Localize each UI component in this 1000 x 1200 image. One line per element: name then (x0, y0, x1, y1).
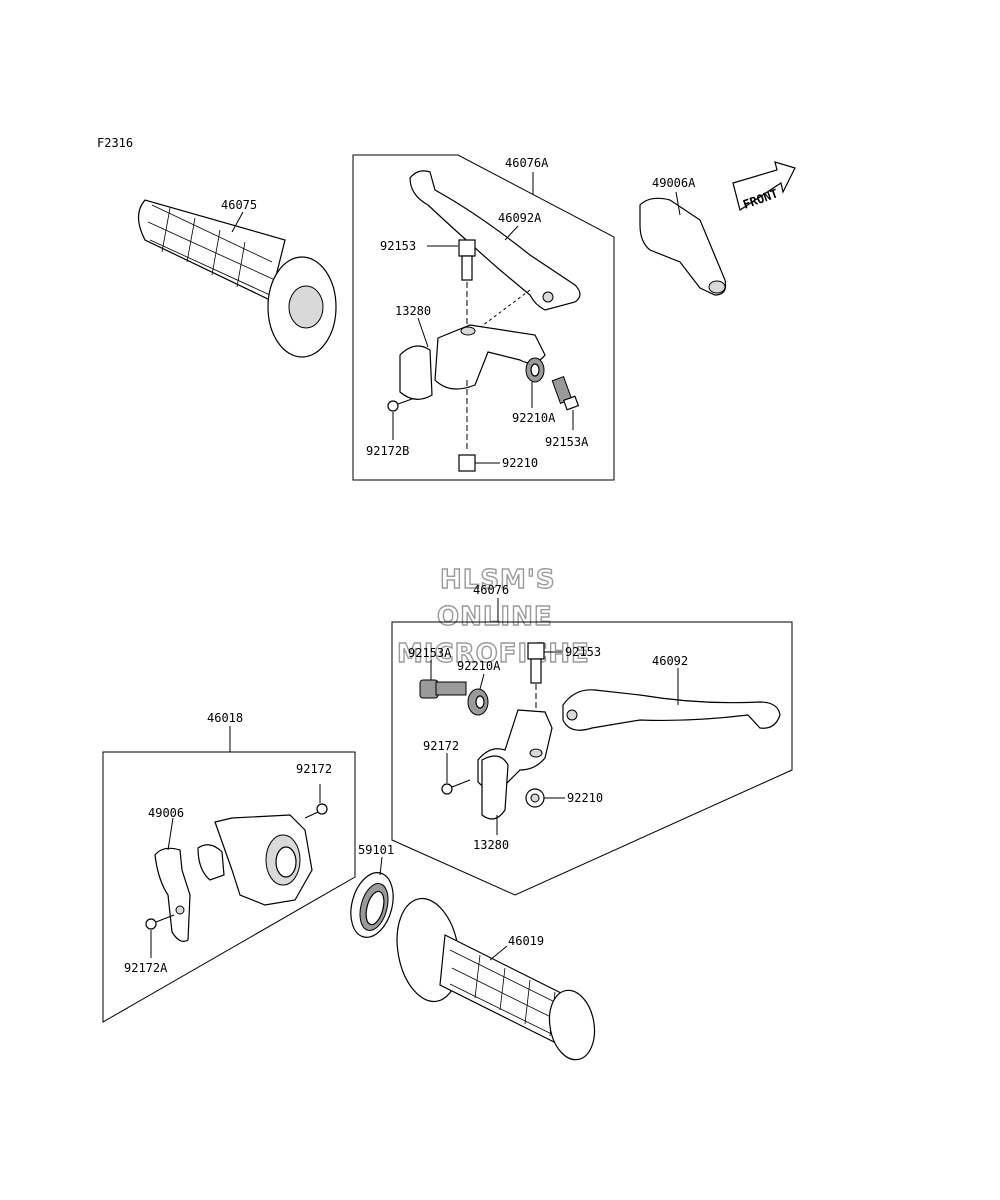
watermark-line-1: HLSM'S (440, 565, 556, 595)
label-49006: 49006 (148, 806, 184, 820)
lever-46092 (562, 668, 781, 731)
label-92210-top: 92210 (502, 456, 538, 470)
collar-92210-top (458, 454, 500, 472)
label-92210A-top: 92210A (512, 411, 556, 425)
label-46092: 46092 (652, 654, 688, 668)
bolt-92153A-top (551, 376, 580, 430)
label-46092A: 46092A (498, 211, 542, 225)
bolt-92153A-bottom (419, 660, 467, 699)
label-46018: 46018 (207, 711, 243, 725)
nut-92210A-top (525, 357, 545, 408)
label-92153A-top: 92153A (545, 435, 589, 449)
top-lever-assembly-box (352, 154, 615, 481)
screw-92172A (145, 914, 175, 958)
label-92210A-bottom: 92210A (457, 659, 501, 673)
label-46019: 46019 (508, 934, 544, 948)
nut-92210A-bottom (467, 673, 489, 716)
label-92153-bottom: 92153 (565, 645, 601, 659)
cover-49006A (639, 191, 727, 296)
perch-13280-bottom (477, 709, 553, 835)
watermark-line-3: MICROFICHE (397, 639, 590, 669)
label-46076A: 46076A (505, 156, 549, 170)
label-92153A-bottom: 92153A (408, 646, 452, 660)
screw-92172-left (304, 784, 328, 819)
label-46076: 46076 (473, 583, 509, 597)
collar-59101 (350, 856, 394, 938)
perch-13280-top (399, 317, 546, 400)
grip-46075 (137, 199, 337, 358)
bolt-92153-top (458, 239, 476, 328)
label-92172B: 92172B (366, 444, 409, 458)
label-92172-left: 92172 (296, 762, 332, 776)
nut-92210-bottom (525, 788, 565, 808)
watermark-line-2: ONLINE (437, 602, 553, 632)
label-46075: 46075 (221, 198, 257, 212)
cover-49006 (154, 817, 191, 942)
screw-92172-bottom (441, 753, 471, 795)
label-49006A: 49006A (652, 176, 696, 190)
bottom-lever-assembly-box (391, 621, 793, 896)
label-92172-bottom: 92172 (423, 739, 459, 753)
front-arrow-icon: FRONT (732, 161, 796, 212)
watermark: HLSM'S ONLINE MICROFICHE (396, 564, 590, 669)
label-13280-top: 13280 (395, 304, 431, 318)
screw-92172B (387, 398, 413, 440)
label-13280-bottom: 13280 (473, 838, 509, 852)
grip-46019 (396, 897, 596, 1061)
label-92210-bottom: 92210 (567, 791, 603, 805)
throttle-housing-box (102, 751, 356, 1023)
label-59101: 59101 (358, 843, 394, 857)
lever-46076A (409, 170, 581, 311)
throttle-housing (197, 814, 313, 906)
label-92153-top: 92153 (380, 239, 416, 253)
bolt-92153-bottom (527, 642, 563, 735)
figure-code: F2316 (97, 136, 133, 150)
label-92172A: 92172A (124, 961, 168, 975)
